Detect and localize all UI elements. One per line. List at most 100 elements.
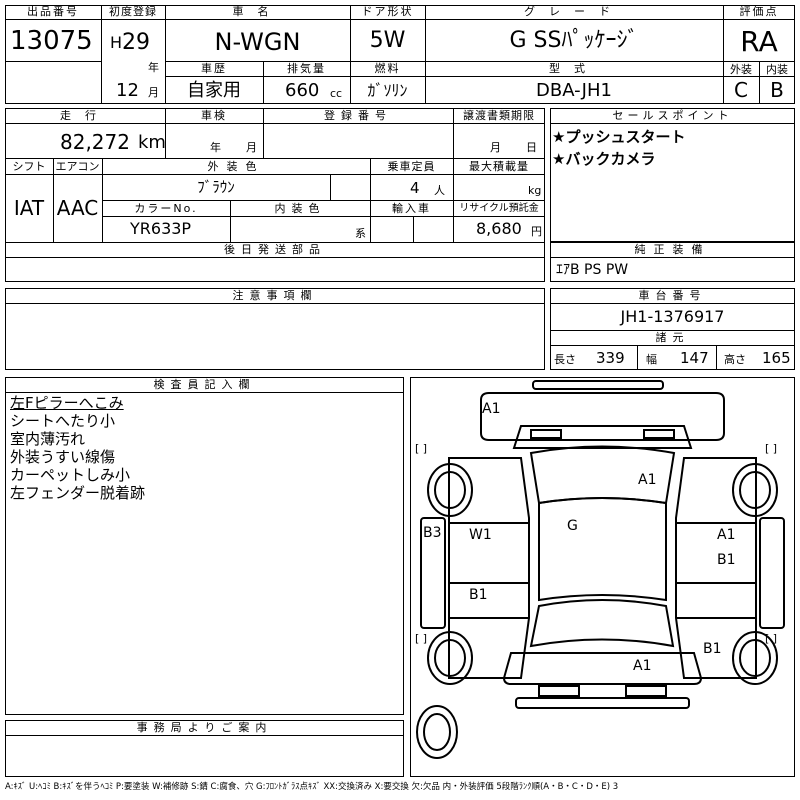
length: 339	[596, 349, 625, 367]
chassis-number: JH1-1376917	[620, 307, 725, 326]
shift: IAT	[13, 196, 45, 220]
height: 165	[762, 349, 791, 367]
grade: G SSﾊﾟｯｹｰｼﾞ	[509, 28, 639, 53]
fuel: ｶﾞｿﾘﾝ	[367, 81, 408, 100]
damage-mark-glass: G	[567, 518, 578, 534]
int-color-label: 内装色	[274, 202, 326, 215]
lot-label: 出品番号	[27, 5, 79, 18]
inspection-label: 車検	[201, 109, 227, 122]
mileage-label: 走行	[60, 109, 110, 122]
era: H	[110, 33, 123, 52]
displacement-unit: cc	[330, 87, 343, 100]
recycle-fee: 8,680	[476, 219, 522, 238]
inspector-line-5: カーペットしみ小	[10, 466, 131, 484]
interior-label: 内装	[766, 63, 788, 76]
history-label: 車歴	[201, 62, 227, 75]
legend: A:ｷｽﾞ U:ﾍｺﾐ B:ｷｽﾞを伴うﾍｺﾐ P:要塗装 W:補修跡 S:錆 …	[5, 782, 619, 792]
inspection-month-unit: 月	[246, 141, 257, 154]
recycle-unit: 円	[531, 225, 542, 238]
damage-mark-hood: A1	[638, 472, 657, 488]
sales-points-label: セールスポイント	[612, 109, 733, 122]
doors-label: ドア形状	[361, 5, 414, 18]
lot-number: 13075	[10, 26, 93, 56]
fuel-label: 燃料	[374, 62, 401, 75]
damage-mark-left-panel: B3	[423, 525, 442, 541]
damage-mark-right-door-2: B1	[717, 552, 736, 568]
damage-mark-front: A1	[482, 401, 501, 417]
score: RA	[740, 25, 778, 58]
mileage-unit: km	[138, 132, 166, 153]
reg-number-label: 登録番号	[324, 109, 392, 122]
inspector-box	[5, 377, 404, 715]
inspection-year-unit: 年	[210, 141, 221, 154]
capacity-label: 乗車定員	[387, 160, 436, 173]
sales-point-1: ★プッシュスタート	[552, 128, 686, 146]
ac-label: エアコン	[55, 160, 100, 173]
history: 自家用	[187, 80, 241, 101]
height-label: 高さ	[724, 353, 746, 366]
bracket-left-top: [ ]	[415, 442, 428, 455]
color: ﾌﾞﾗｳﾝ	[197, 178, 235, 196]
month-unit: 月	[148, 86, 159, 99]
sales-point-2: ★バックカメラ	[552, 150, 656, 168]
reg-month: 12	[116, 80, 139, 101]
displacement-label: 排気量	[287, 62, 326, 75]
inspector-line-1: 左Fピラーへこみ	[10, 394, 124, 412]
equipment: ｴｱB PS PW	[556, 262, 629, 278]
load-unit: kg	[528, 184, 542, 197]
year-unit: 年	[148, 61, 159, 74]
equipment-label: 純正装備	[634, 243, 711, 256]
model: DBA-JH1	[536, 80, 612, 101]
damage-mark-left-rear-door: B1	[469, 587, 488, 603]
mileage: 82,272	[60, 130, 130, 154]
notes-box	[5, 288, 545, 370]
notes-label: 注意事項欄	[232, 289, 318, 302]
chassis-box	[550, 288, 795, 370]
sales-points-box	[550, 108, 795, 242]
capacity-unit: 人	[434, 184, 445, 197]
later-parts-label: 後日発送部品	[224, 243, 326, 256]
bracket-left-bottom: [ ]	[415, 632, 428, 645]
import-label: 輸入車	[392, 202, 431, 215]
shift-label: シフト	[12, 160, 46, 173]
score-label: 評価点	[739, 5, 779, 18]
bracket-right-bottom: [ ]	[765, 632, 778, 645]
car-outline	[416, 380, 785, 759]
inspector-line-2: シートへたり小	[10, 412, 116, 430]
grade-label: グレード	[524, 5, 624, 18]
transfer-month-unit: 月	[490, 141, 501, 154]
width: 147	[680, 349, 709, 367]
ac: AAC	[56, 196, 99, 220]
transfer-deadline-label: 譲渡書類期限	[463, 109, 535, 122]
displacement: 660	[285, 80, 320, 101]
reg-year: 29	[122, 30, 150, 55]
model-label: 型式	[549, 62, 599, 75]
specs-table	[5, 108, 545, 282]
exterior-grade: C	[734, 78, 748, 102]
inspector-line-3: 室内薄汚れ	[10, 430, 86, 448]
recycle-label: リサイクル預託金	[459, 203, 539, 214]
office-label: 事務局よりご案内	[136, 721, 273, 734]
office-box	[5, 720, 404, 777]
car-name-label: 車名	[232, 5, 283, 18]
damage-mark-rear: A1	[633, 658, 652, 674]
damage-mark-left-door: W1	[469, 527, 492, 543]
doors: 5W	[369, 28, 406, 53]
exterior-label: 外装	[730, 63, 752, 76]
transfer-day-unit: 日	[526, 141, 537, 154]
capacity: 4	[410, 179, 420, 197]
interior-grade: B	[770, 78, 784, 102]
width-label: 幅	[646, 353, 657, 366]
length-label: 長さ	[554, 353, 576, 366]
damage-mark-right-rear: B1	[703, 641, 722, 657]
color-no: YR633P	[130, 219, 192, 238]
int-color-unit: 系	[355, 227, 366, 240]
color-no-label: カラーNo.	[134, 202, 198, 215]
inspector-label: 検査員記入欄	[153, 378, 256, 391]
equipment-box	[550, 242, 795, 282]
inspector-line-4: 外装うすい線傷	[10, 448, 116, 466]
chassis-label: 車台番号	[638, 289, 707, 302]
header-table	[5, 5, 795, 104]
color-label: 外装色	[207, 160, 265, 173]
bracket-right-top: [ ]	[765, 442, 778, 455]
